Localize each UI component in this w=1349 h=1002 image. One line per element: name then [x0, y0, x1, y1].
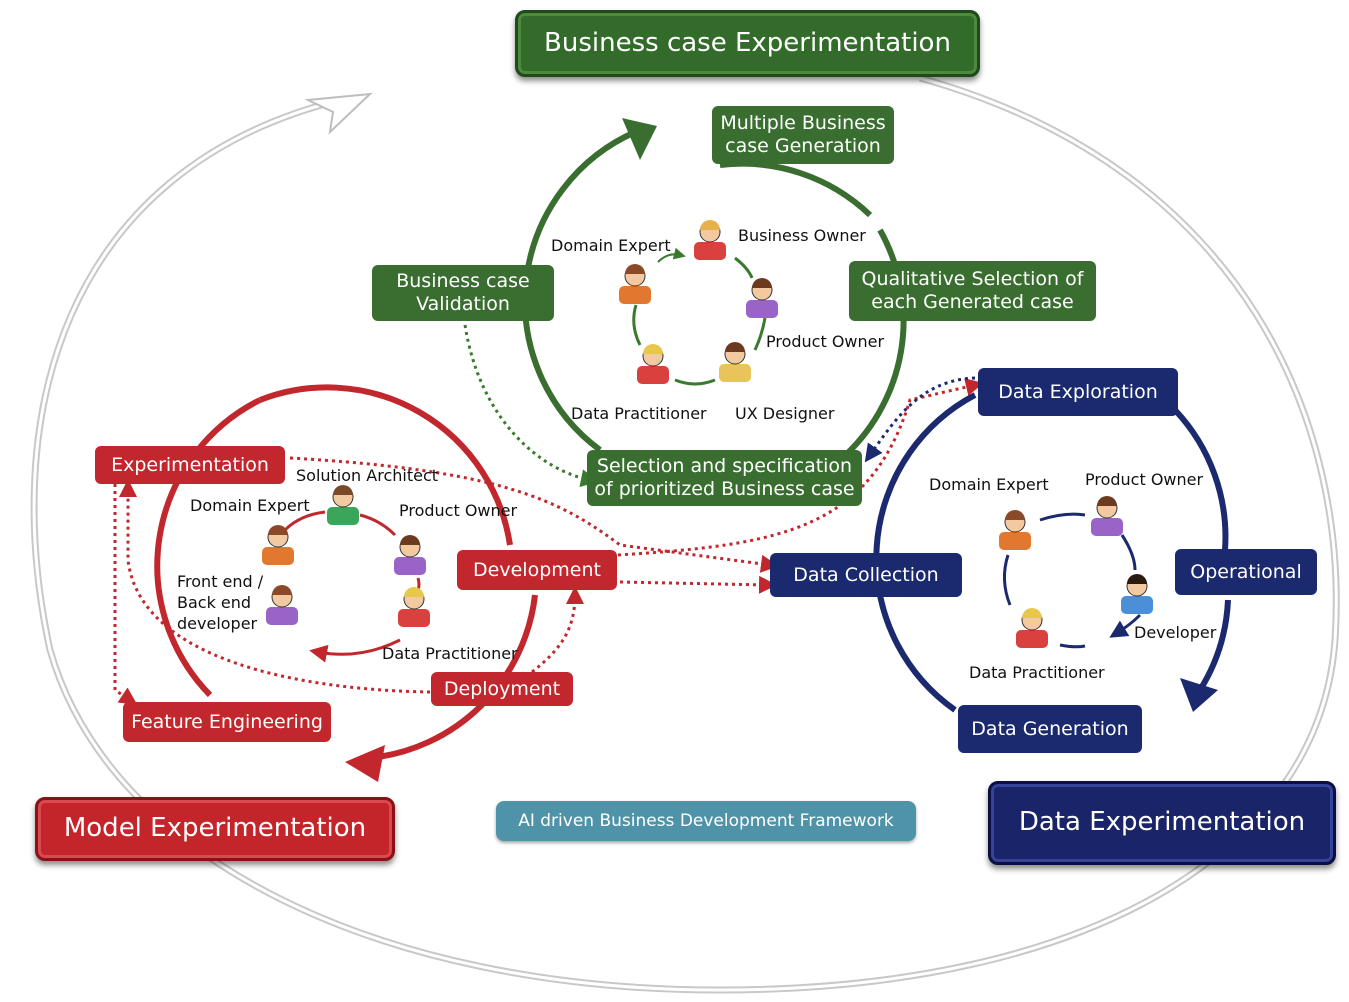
- step-line: each Generated case: [871, 291, 1074, 313]
- person-icon: [1016, 608, 1048, 648]
- role-label: Solution Architect: [296, 466, 439, 485]
- person-icon: [262, 525, 294, 565]
- data-cycle: [864, 376, 1231, 713]
- person-icon: [999, 510, 1031, 550]
- person-icon: [1121, 574, 1153, 614]
- role-label: UX Designer: [735, 404, 835, 423]
- step-qualitative-selection: Qualitative Selection of each Generated …: [849, 261, 1096, 321]
- step-operational: Operational: [1175, 549, 1317, 595]
- step-line: Selection and specification: [596, 455, 853, 478]
- step-line: Qualitative Selection of: [861, 268, 1084, 291]
- step-experimentation: Experimentation: [95, 446, 285, 484]
- step-feature-engineering: Feature Engineering: [123, 702, 331, 742]
- person-icon: [746, 278, 778, 318]
- role-line: Front end /: [177, 572, 264, 591]
- step-line: of prioritized Business case: [594, 478, 855, 500]
- person-icon: [719, 342, 751, 382]
- person-icon: [394, 535, 426, 575]
- outer-cycle-arrow: [30, 74, 1340, 994]
- person-icon: [266, 585, 298, 625]
- step-multiple-business-case-generation: Multiple Business case Generation: [712, 106, 894, 164]
- role-label: Developer: [1134, 623, 1217, 642]
- role-line: developer: [177, 613, 258, 633]
- step-line: Business case: [396, 270, 530, 293]
- role-line: Back end: [177, 592, 252, 612]
- step-line: Validation: [416, 293, 510, 315]
- role-label: Data Practitioner: [571, 404, 707, 423]
- step-business-case-validation: Business case Validation: [372, 265, 554, 321]
- data-experimentation-title: Data Experimentation: [988, 781, 1336, 865]
- person-icon: [619, 264, 651, 304]
- person-icon: [398, 587, 430, 627]
- role-label: Business Owner: [738, 226, 866, 245]
- role-label: Product Owner: [766, 332, 885, 351]
- person-icons: [262, 220, 1153, 648]
- person-icon: [637, 344, 669, 384]
- role-label: Domain Expert: [929, 475, 1049, 494]
- step-data-exploration: Data Exploration: [978, 368, 1178, 416]
- step-development: Development: [457, 550, 617, 590]
- person-icon: [327, 485, 359, 525]
- person-icon: [694, 220, 726, 260]
- step-line: case Generation: [725, 135, 881, 157]
- role-label: Domain Expert: [190, 496, 310, 515]
- framework-label: AI driven Business Development Framework: [496, 801, 916, 841]
- step-data-collection: Data Collection: [770, 553, 962, 597]
- person-icon: [1091, 496, 1123, 536]
- step-data-generation: Data Generation: [958, 705, 1142, 753]
- role-label: Product Owner: [399, 501, 518, 520]
- business-case-experimentation-title: Business case Experimentation: [515, 10, 980, 77]
- role-label: Domain Expert: [551, 236, 671, 255]
- step-line: Multiple Business: [720, 112, 886, 135]
- step-selection-specification: Selection and specification of prioritiz…: [587, 450, 862, 506]
- role-label: Data Practitioner: [969, 663, 1105, 682]
- role-label: Data Practitioner: [382, 644, 518, 663]
- role-label: Product Owner: [1085, 470, 1204, 489]
- step-deployment: Deployment: [431, 672, 573, 706]
- role-label-frontend: Front end / Back end developer: [177, 572, 263, 634]
- model-experimentation-title: Model Experimentation: [35, 797, 395, 861]
